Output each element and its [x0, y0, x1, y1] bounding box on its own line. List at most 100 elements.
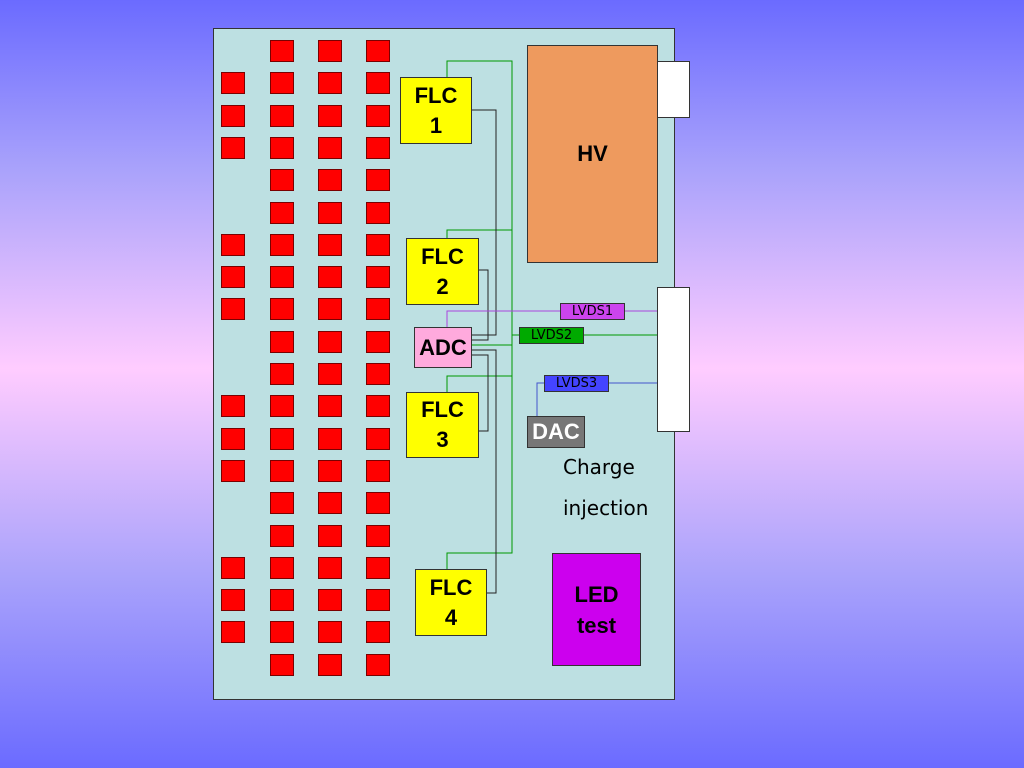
detector-chip — [318, 460, 342, 482]
detector-chip — [221, 460, 245, 482]
detector-chip — [221, 428, 245, 450]
flc4-label: FLC — [429, 574, 473, 600]
detector-chip — [366, 525, 390, 547]
flc3-label: FLC — [421, 397, 464, 422]
detector-chip — [318, 105, 342, 127]
detector-chip — [318, 137, 342, 159]
flc3-number: 3 — [436, 427, 449, 452]
detector-chip — [270, 525, 294, 547]
detector-chip — [270, 492, 294, 514]
detector-chip — [318, 266, 342, 288]
flc4-block: FLC 4 — [415, 569, 487, 636]
detector-chip — [270, 266, 294, 288]
detector-chip — [366, 428, 390, 450]
detector-chip — [270, 234, 294, 256]
lvds3-tag: LVDS3 — [544, 375, 609, 392]
detector-chip — [318, 621, 342, 643]
detector-chip — [318, 331, 342, 353]
detector-chip — [318, 298, 342, 320]
detector-chip — [366, 40, 390, 62]
detector-chip — [366, 202, 390, 224]
detector-chip — [270, 654, 294, 676]
detector-chip — [318, 428, 342, 450]
flc2-label: FLC — [421, 243, 464, 269]
detector-chip — [318, 654, 342, 676]
detector-chip — [366, 621, 390, 643]
flc1-number: 1 — [429, 112, 443, 138]
adc-block: ADC — [414, 327, 472, 368]
detector-chip — [318, 363, 342, 385]
detector-chip — [221, 589, 245, 611]
flc2-number: 2 — [436, 273, 449, 299]
detector-chip — [318, 557, 342, 579]
detector-chip — [270, 589, 294, 611]
top-connector — [657, 61, 690, 118]
detector-chip — [366, 557, 390, 579]
detector-chip — [318, 589, 342, 611]
detector-chip — [366, 298, 390, 320]
led-label: LED — [574, 581, 619, 607]
detector-chip — [270, 395, 294, 417]
detector-chip — [221, 72, 245, 94]
detector-chip — [366, 395, 390, 417]
detector-chip — [318, 395, 342, 417]
detector-chip — [221, 266, 245, 288]
flc3-block: FLC 3 — [406, 392, 479, 458]
led-test-block: LED test — [552, 553, 641, 666]
detector-chip — [270, 621, 294, 643]
detector-chip — [366, 331, 390, 353]
detector-chip — [366, 654, 390, 676]
flc2-block: FLC 2 — [406, 238, 479, 305]
detector-chip — [221, 621, 245, 643]
detector-chip — [318, 234, 342, 256]
adc-label: ADC — [419, 334, 467, 360]
detector-chip — [318, 72, 342, 94]
detector-chip — [318, 492, 342, 514]
detector-chip — [318, 40, 342, 62]
dac-block: DAC — [527, 416, 585, 448]
flc1-label: FLC — [414, 82, 458, 108]
detector-chip — [366, 460, 390, 482]
detector-chip — [366, 363, 390, 385]
detector-chip — [270, 202, 294, 224]
detector-chip — [270, 331, 294, 353]
detector-chip — [270, 298, 294, 320]
detector-chip — [318, 169, 342, 191]
detector-chip — [366, 589, 390, 611]
detector-chip — [366, 234, 390, 256]
dac-label: DAC — [532, 419, 580, 444]
charge-label: Charge — [563, 455, 635, 479]
detector-chip — [366, 266, 390, 288]
flc1-block: FLC 1 — [400, 77, 472, 144]
detector-chip — [221, 395, 245, 417]
injection-label: injection — [563, 496, 649, 520]
detector-chip — [366, 72, 390, 94]
detector-chip — [221, 105, 245, 127]
detector-chip — [270, 557, 294, 579]
detector-chip — [270, 105, 294, 127]
hv-label: HV — [577, 141, 608, 166]
detector-chip — [366, 169, 390, 191]
detector-chip — [270, 428, 294, 450]
detector-chip — [366, 137, 390, 159]
side-connector — [657, 287, 690, 432]
detector-chip — [221, 557, 245, 579]
test-label: test — [576, 612, 617, 638]
flc4-number: 4 — [444, 604, 458, 630]
detector-chip — [270, 169, 294, 191]
hv-block: HV — [527, 45, 658, 263]
detector-chip — [270, 72, 294, 94]
detector-chip — [221, 137, 245, 159]
detector-chip — [318, 202, 342, 224]
lvds2-tag: LVDS2 — [519, 327, 584, 344]
detector-chip — [270, 363, 294, 385]
detector-chip — [221, 234, 245, 256]
lvds1-tag: LVDS1 — [560, 303, 625, 320]
detector-chip — [221, 298, 245, 320]
detector-chip — [318, 525, 342, 547]
detector-chip — [270, 40, 294, 62]
detector-chip — [270, 460, 294, 482]
detector-chip — [366, 492, 390, 514]
detector-chip — [270, 137, 294, 159]
detector-chip — [366, 105, 390, 127]
